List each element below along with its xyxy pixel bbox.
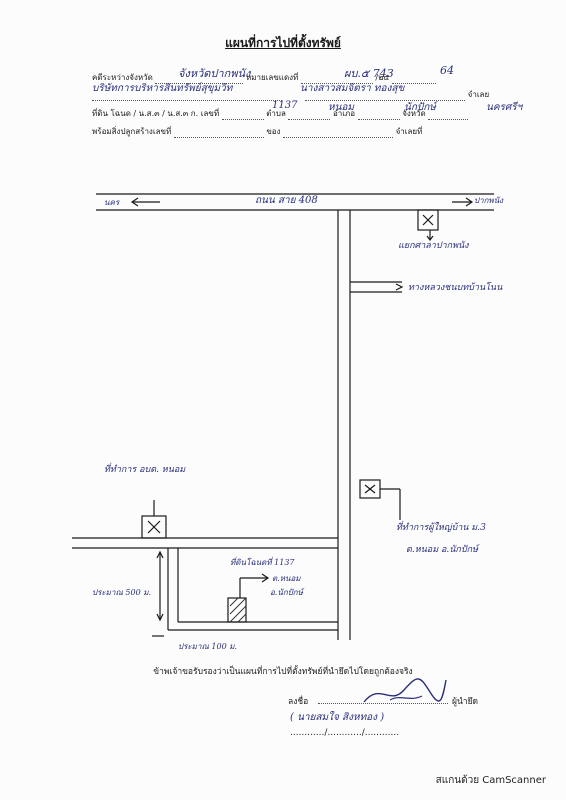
page-title: แผนที่การไปที่ตั้งทรัพย์ [225,36,341,50]
landmark-office: ที่ทำการ อบต. หนอม [104,465,186,475]
building-row: พร้อมสิ่งปลูกสร้างเลขที่ ของ จำเลยที่ [92,125,422,138]
case-court-handwritten: จังหวัดปากพนัง [178,67,251,80]
distance-horizontal: ประมาณ 100 ม. [178,642,238,651]
building-defendant: จำเลยที่ [395,127,423,136]
plot-loc-line1: ต.หนอม [272,574,301,583]
parties-row: จำเลย [92,88,489,101]
landmark-ne: แยกศาลาปากพนัง [398,241,469,251]
distance-vertical: ประมาณ 500 ม. [92,588,152,597]
case-prefix: คดีระหว่างจังหวัด [92,73,153,82]
plot-marker [227,597,247,623]
west-label: นคร [104,198,120,207]
land-row: ที่ดิน โฉนด / น.ส.๓ / น.ส.๓ ก. เลขที่ ตำ… [92,107,469,120]
land-prefix: ที่ดิน โฉนด / น.ส.๓ / น.ส.๓ ก. เลขที่ [92,109,220,118]
signature-scribble [363,678,447,703]
province-handwritten: นครศรีฯ [486,102,523,113]
sign-prefix: ลงชื่อ [288,697,309,707]
east-label: ปากพนัง [474,196,504,205]
subdistrict-prefix: ตำบล [266,109,286,118]
road-label: ถนน สาย 408 [255,195,318,206]
case-year-handwritten: 64 [440,64,454,77]
case-row: คดีระหว่างจังหวัด หมายเลขแดงที่ /๒๕ [92,71,436,84]
case-number-prefix: หมายเลขแดงที่ [245,73,299,82]
signature-line [318,703,448,704]
signer-name: ( นายสมใจ สิงหทอง ) [290,712,385,723]
sign-suffix: ผู้นำยึด [452,697,479,707]
date-line: ............/............/............ [290,728,400,738]
landmark-branch: ทางหลวงชนบทบ้านโนน [408,283,503,293]
land-number-handwritten: 1137 [272,100,298,111]
defendant-handwritten: นางสาวสมจิตรา ทองสุข [300,83,405,94]
certify-text: ข้าพเจ้าขอรับรองว่าเป็นแผนที่การไปที่ตั้… [153,667,413,677]
case-year-prefix: /๒๕ [375,73,390,82]
scanner-watermark: สแกนด้วย CamScanner [435,775,546,786]
building-prefix: พร้อมสิ่งปลูกสร้างเลขที่ [92,127,172,136]
plot-loc-line2: อ.นักปักษ์ [270,588,303,597]
defendant-label: จำเลย [467,90,490,99]
district-handwritten: นักปักษ์ [404,102,436,113]
province-prefix: จังหวัด [402,109,426,118]
landmark-village: ที่ทำการผู้ใหญ่บ้าน ม.3 [396,523,486,533]
plaintiff-handwritten: บริษัทการบริหารสินทรัพย์สุขุมวิท [92,83,233,94]
subdistrict-handwritten: หนอม [328,102,355,113]
building-owner-prefix: ของ [266,127,281,136]
case-number-handwritten: ผบ.๕ 743 [344,67,394,80]
plot-label: ที่ดินโฉนดที่ 1137 [230,558,295,567]
district-prefix: อำเภอ [332,109,356,118]
landmark-village-loc: ต.หนอม อ.นักปักษ์ [406,545,478,555]
